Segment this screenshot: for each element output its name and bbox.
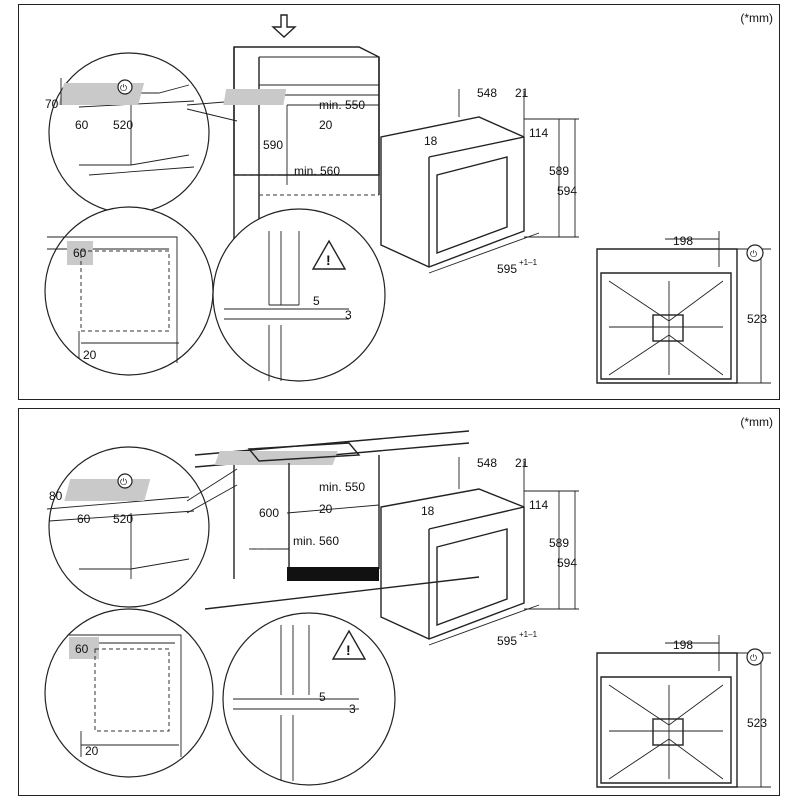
oven-body (380, 457, 579, 646)
warning-icon (311, 239, 347, 270)
dim-21: 21 (515, 456, 529, 470)
dim-589: 589 (549, 164, 569, 178)
dim-min-560: min. 560 (294, 164, 340, 178)
dim-18: 18 (424, 134, 438, 148)
dim-523: 523 (747, 716, 767, 730)
cabinet-under-counter (233, 455, 380, 581)
detail-circle-top: ⏻ (46, 446, 210, 608)
front-view: ⏻ (596, 635, 771, 788)
dim-590: 590 (263, 138, 283, 152)
dim-min-550: min. 550 (319, 480, 365, 494)
dim-60-lower: 60 (73, 246, 87, 260)
svg-text:⏻: ⏻ (750, 653, 757, 663)
power-icon (746, 648, 764, 666)
dim-198: 198 (673, 234, 693, 248)
dim-595: 595 (497, 262, 517, 276)
detail-circle-trim: ! (212, 208, 386, 382)
oven-body (380, 89, 579, 274)
dim-5: 5 (319, 690, 326, 704)
under-counter-installation-diagram: ⏻ 80 60 520 60 20 min. 550 20 600 min. 5… (44, 430, 771, 788)
installation-panel-column: (*mm) ⏻ 70 60 520 60 20 (18, 4, 780, 400)
power-icon (117, 79, 133, 95)
dim-min-560: min. 560 (293, 534, 339, 548)
power-icon (117, 473, 133, 489)
dim-594: 594 (557, 184, 577, 198)
dim-80: 80 (49, 489, 63, 503)
dim-70: 70 (45, 97, 59, 111)
dim-600: 600 (259, 506, 279, 520)
dim-595-tolerance: +1–1 (519, 630, 538, 639)
dim-20-lower: 20 (83, 348, 97, 362)
dim-114: 114 (529, 126, 548, 140)
warning-icon (331, 629, 367, 660)
unit-label: (*mm) (740, 11, 773, 25)
dim-60-lower: 60 (75, 642, 89, 656)
front-view: ⏻ (596, 231, 771, 384)
dim-548: 548 (477, 86, 497, 100)
svg-text:!: ! (326, 252, 331, 268)
power-icon (746, 244, 764, 262)
dim-5: 5 (313, 294, 320, 308)
dim-18: 18 (421, 504, 435, 518)
dim-20: 20 (319, 502, 333, 516)
dim-20: 20 (319, 118, 333, 132)
detail-circle-trim: ! (222, 612, 396, 786)
dim-595: 595 (497, 634, 517, 648)
svg-text:!: ! (346, 642, 351, 658)
dim-198: 198 (673, 638, 693, 652)
dim-520: 520 (113, 118, 133, 132)
dim-3: 3 (345, 308, 352, 322)
arrow-up-icon (271, 14, 297, 38)
dim-523: 523 (747, 312, 767, 326)
column-installation-diagram: ⏻ 70 60 520 60 20 min. 550 20 590 min. (44, 14, 771, 384)
dim-520: 520 (113, 512, 133, 526)
installation-panel-under-counter: (*mm) ⏻ 80 60 520 60 20 (18, 408, 780, 796)
dim-60: 60 (77, 512, 91, 526)
dim-594: 594 (557, 556, 577, 570)
dim-20-lower: 20 (85, 744, 99, 758)
detail-circle-top: ⏻ (48, 52, 210, 214)
dim-min-550: min. 550 (319, 98, 365, 112)
cabinet-column (223, 14, 380, 265)
svg-text:⏻: ⏻ (750, 249, 757, 259)
dim-548: 548 (477, 456, 497, 470)
svg-text:⏻: ⏻ (120, 83, 127, 93)
detail-circle-bottom (44, 608, 214, 778)
dim-114: 114 (529, 498, 548, 512)
dim-21: 21 (515, 86, 529, 100)
unit-label: (*mm) (740, 415, 773, 429)
dim-60: 60 (75, 118, 89, 132)
svg-text:⏻: ⏻ (120, 477, 127, 487)
detail-circle-bottom (44, 206, 214, 376)
dim-3: 3 (349, 702, 356, 716)
dim-595-tolerance: +1–1 (519, 258, 538, 267)
dim-589: 589 (549, 536, 569, 550)
